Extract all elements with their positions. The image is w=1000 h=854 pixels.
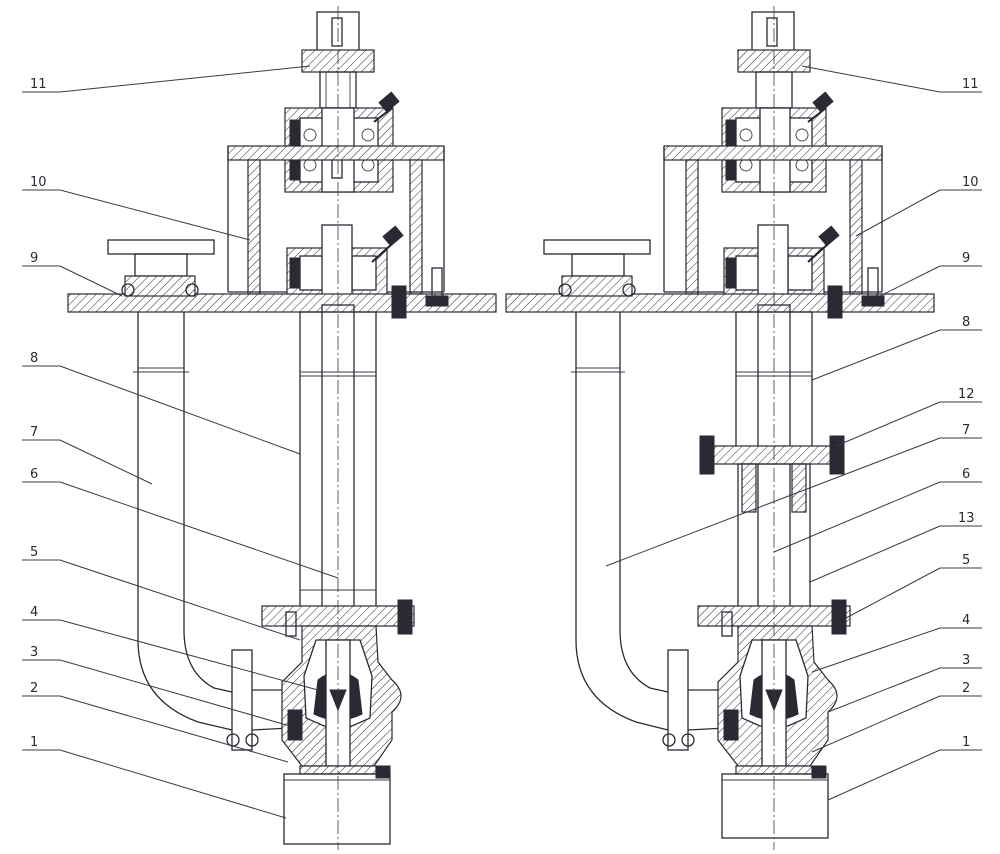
- right-label-11: 11: [962, 77, 979, 92]
- right-motor-stand: [663, 145, 883, 295]
- right-label-9: 9: [962, 251, 970, 266]
- left-label-1: 1: [30, 735, 38, 750]
- left-pump: [67, 6, 497, 850]
- right-label-7: 7: [962, 423, 970, 438]
- left-label-10: 10: [30, 175, 47, 190]
- right-side-flange: [667, 649, 689, 751]
- left-label-3: 3: [30, 645, 38, 660]
- left-label-6: 6: [30, 467, 38, 482]
- right-label-6: 6: [962, 467, 970, 482]
- right-label-5: 5: [962, 553, 970, 568]
- left-grease-nipple-top: [373, 91, 400, 123]
- right-label-1: 1: [962, 735, 970, 750]
- right-outlet-pipe: [571, 312, 669, 731]
- left-label-9: 9: [30, 251, 38, 266]
- left-strainer: [283, 765, 391, 845]
- right-label-8: 8: [962, 315, 970, 330]
- right-lower-bearing: [723, 224, 840, 306]
- left-base-plate: [67, 293, 497, 313]
- left-label-5: 5: [30, 545, 38, 560]
- left-label-2: 2: [30, 681, 38, 696]
- left-label-4: 4: [30, 605, 38, 620]
- right-label-12: 12: [958, 387, 975, 402]
- right-label-4: 4: [962, 613, 970, 628]
- left-lower-bearing: [286, 224, 404, 306]
- right-label-10: 10: [962, 175, 979, 190]
- right-label-13: 13: [958, 511, 975, 526]
- right-callouts: 11 10 9 8 12 7 6 13 5 4 3 2 1: [605, 65, 982, 801]
- right-label-3: 3: [962, 653, 970, 668]
- right-label-2: 2: [962, 681, 970, 696]
- right-base-plate: [505, 293, 935, 313]
- left-callouts: 11 10 9 8 7 6 5 4 3 2 1: [22, 65, 339, 819]
- right-bearing-housing: [721, 91, 834, 193]
- right-pump-casing: [717, 625, 838, 767]
- left-pump-casing: [281, 625, 402, 767]
- right-outlet-flange: [543, 239, 651, 297]
- right-intermediate-bearing: [699, 435, 845, 615]
- right-strainer: [721, 765, 829, 839]
- left-outlet-flange: [107, 239, 215, 297]
- left-label-8: 8: [30, 351, 38, 366]
- left-label-11: 11: [30, 77, 47, 92]
- right-pump: [505, 6, 935, 850]
- left-side-flange: [231, 649, 253, 751]
- left-label-7: 7: [30, 425, 38, 440]
- left-outlet-pipe: [133, 312, 233, 731]
